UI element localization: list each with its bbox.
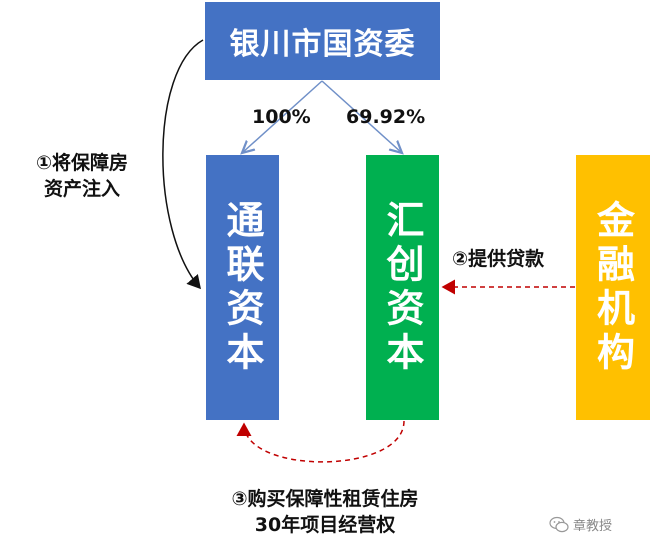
label-step2: ②提供贷款 <box>452 248 545 270</box>
label-step3: ③购买保障性租赁住房 30年项目经营权 <box>150 486 500 538</box>
label-step1: ①将保障房 资产注入 <box>12 150 152 202</box>
node-tonglian-capital: 通联资本 <box>206 155 279 420</box>
edge-step3-curve <box>236 420 405 463</box>
label-step1-line1: ①将保障房 <box>35 152 129 174</box>
node-huichuang-capital: 汇创资本 <box>366 155 439 420</box>
node-financial-institution: 金融机构 <box>576 155 650 420</box>
label-step3-line2: 30年项目经营权 <box>254 514 396 536</box>
node-yinchuan-sasac: 银川市国资委 <box>205 2 440 80</box>
label-pct-tonglian: 100% <box>252 106 311 128</box>
watermark: 章教授 <box>549 515 612 534</box>
edge-sasac-to-huichuang <box>321 80 402 153</box>
edge-step1-curve <box>162 39 204 290</box>
wechat-icon <box>549 516 569 532</box>
watermark-text: 章教授 <box>573 519 613 534</box>
label-pct-huichuang: 69.92% <box>346 106 426 128</box>
label-step3-line1: ③购买保障性租赁住房 <box>231 488 419 510</box>
label-step1-line2: 资产注入 <box>43 178 120 200</box>
edge-sasac-to-tonglian <box>242 80 323 153</box>
